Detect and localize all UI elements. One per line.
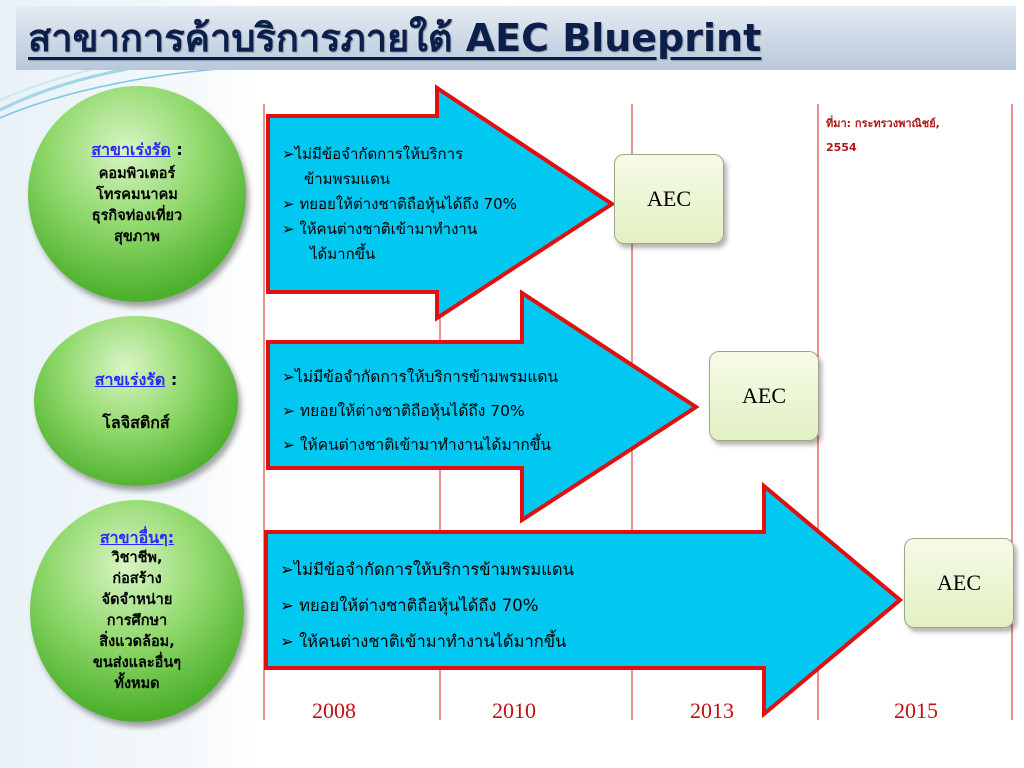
year-2013: 2013 bbox=[690, 698, 734, 723]
slide-title: สาขาการค้าบริการภายใต้ AEC Blueprint bbox=[28, 16, 762, 60]
arrow-1 bbox=[266, 84, 616, 322]
source-line-2: 2554 bbox=[826, 141, 857, 154]
category-body-1: คอมพิวเตอร์ โทรคมนาคม ธุรกิจท่องเที่ยว ส… bbox=[91, 166, 183, 245]
category-heading-2: สาขเร่งรัด : bbox=[94, 369, 178, 389]
category-heading-1: สาขาเร่งรัด : bbox=[91, 140, 183, 159]
arrow-3-bullets: ➢ไม่มีข้อจำกัดการให้บริการข้ามพรมแดน ➢ ท… bbox=[280, 552, 574, 660]
category-body-3: วิชาชีพ, ก่อสร้าง จัดจำหน่าย การศึกษา สิ… bbox=[92, 549, 182, 692]
arrow-3 bbox=[264, 481, 904, 719]
arrow-2-bullets: ➢ไม่มีข้อจำกัดการให้บริการข้ามพรมแดน ➢ ท… bbox=[282, 360, 558, 462]
bullet-3-3: ➢ ให้คนต่างชาติเข้ามาทำงานได้มากขึ้น bbox=[280, 632, 567, 651]
bullet-2-2: ➢ ทยอยให้ต่างชาติถือหุ้นได้ถึง 70% bbox=[282, 402, 525, 420]
bullet-1-1: ➢ไม่มีข้อจำกัดการให้บริการ bbox=[282, 145, 464, 163]
bullet-1-2: ➢ ทยอยให้ต่างชาติถือหุ้นได้ถึง 70% bbox=[282, 195, 517, 213]
category-circle-1: สาขาเร่งรัด : คอมพิวเตอร์ โทรคมนาคม ธุรก… bbox=[28, 86, 246, 302]
year-2010: 2010 bbox=[492, 698, 536, 723]
bullet-1-3: ➢ ให้คนต่างชาติเข้ามาทำงาน bbox=[282, 220, 478, 238]
category-body-2: โลจิสติกส์ bbox=[102, 412, 170, 432]
category-heading-3: สาขาอื่นๆ: bbox=[99, 527, 175, 547]
arrow-2 bbox=[266, 289, 700, 524]
bullet-1-1-cont: ข้ามพรมแดน bbox=[304, 170, 391, 188]
title-bar bbox=[16, 6, 1016, 70]
bullet-2-3: ➢ ให้คนต่างชาติเข้ามาทำงานได้มากขึ้น bbox=[282, 436, 551, 454]
bullet-3-2: ➢ ทยอยให้ต่างชาติถือหุ้นได้ถึง 70% bbox=[280, 596, 539, 615]
bullet-2-1: ➢ไม่มีข้อจำกัดการให้บริการข้ามพรมแดน bbox=[282, 368, 559, 386]
source-note: ที่มา: กระทรวงพาณิชย์, 2554 bbox=[826, 112, 996, 160]
arrow-1-bullets: ➢ไม่มีข้อจำกัดการให้บริการ ข้ามพรมแดน ➢ … bbox=[282, 142, 517, 267]
aec-box-1: AEC bbox=[614, 154, 724, 244]
source-line-1: ที่มา: กระทรวงพาณิชย์, bbox=[826, 117, 940, 130]
aec-box-3: AEC bbox=[904, 538, 1014, 628]
bullet-1-3-cont: ได้มากขึ้น bbox=[310, 245, 376, 263]
aec-box-2: AEC bbox=[709, 351, 819, 441]
category-circle-2: สาขเร่งรัด : โลจิสติกส์ bbox=[34, 316, 238, 486]
bullet-3-1: ➢ไม่มีข้อจำกัดการให้บริการข้ามพรมแดน bbox=[280, 560, 574, 579]
year-2008: 2008 bbox=[312, 698, 356, 723]
category-circle-3: สาขาอื่นๆ: วิชาชีพ, ก่อสร้าง จัดจำหน่าย … bbox=[30, 500, 244, 722]
year-2015: 2015 bbox=[894, 698, 938, 723]
